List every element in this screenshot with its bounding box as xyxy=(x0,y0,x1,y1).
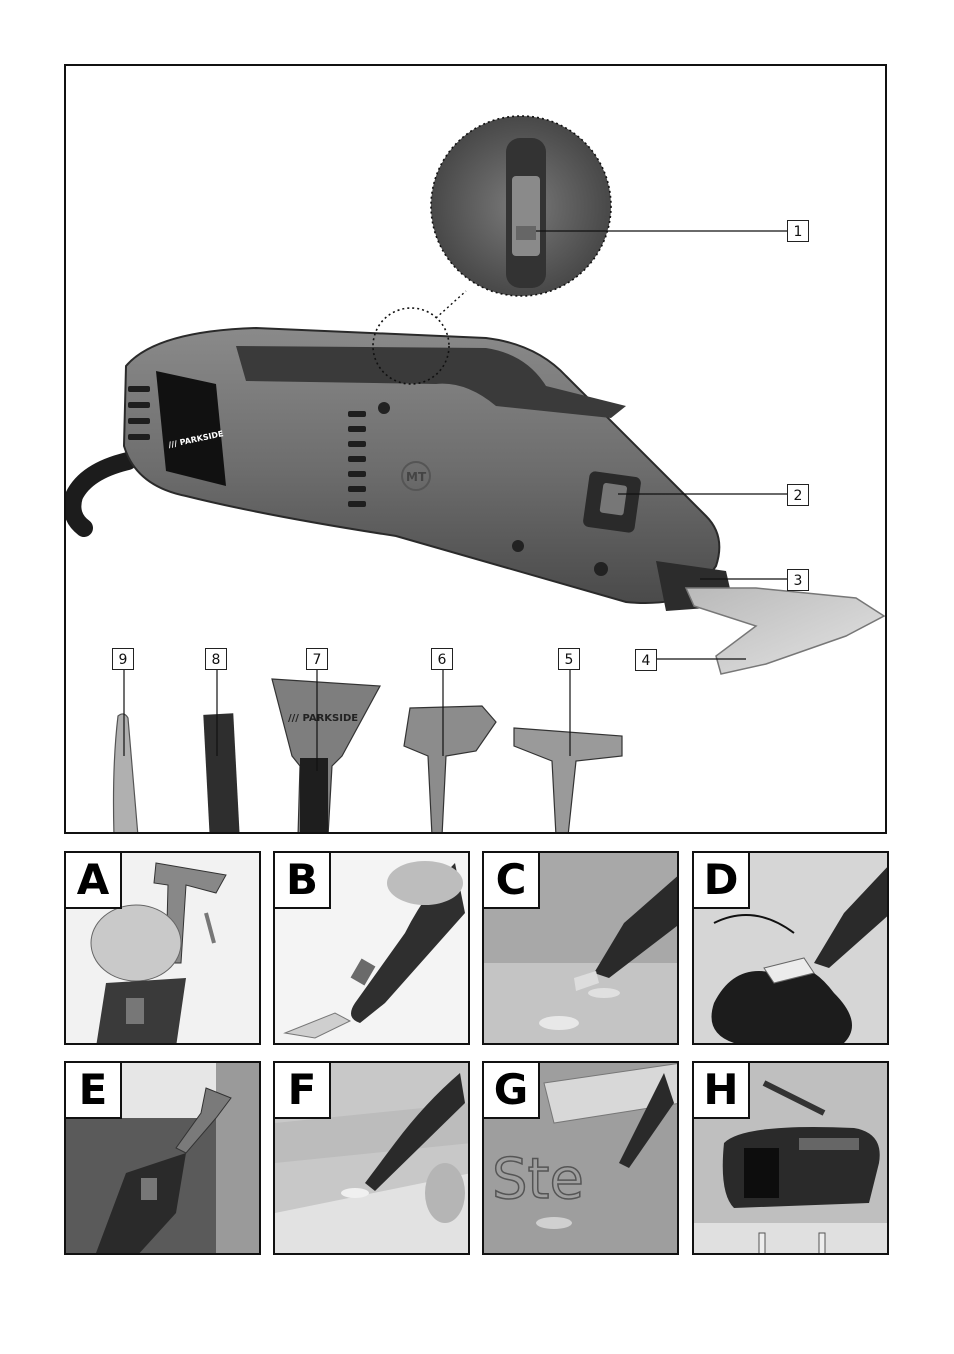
panel-letter: F xyxy=(275,1063,331,1119)
screw-icon xyxy=(594,562,608,576)
callout-8: 8 xyxy=(205,648,227,670)
panel-h: H xyxy=(692,1061,889,1255)
panel-letter: C xyxy=(484,853,540,909)
mt-logo-text: MT xyxy=(406,470,427,484)
panel-e: E xyxy=(64,1061,261,1255)
callout-2: 2 xyxy=(787,484,809,506)
vent-slots xyxy=(128,386,366,507)
panel-d: D xyxy=(692,851,889,1045)
power-cord xyxy=(66,452,137,537)
panel-a: A xyxy=(64,851,261,1045)
zoom-source-circle xyxy=(372,307,450,385)
engraved-text: Ste xyxy=(492,1147,584,1212)
blade-7 xyxy=(271,678,381,832)
top-panel xyxy=(236,346,626,418)
panel-f: F xyxy=(273,1061,470,1255)
panel-letter: H xyxy=(694,1063,750,1119)
blade-8 xyxy=(203,713,240,832)
callout-6: 6 xyxy=(431,648,453,670)
callout-7: 7 xyxy=(306,648,328,670)
blade-6 xyxy=(403,705,497,832)
callout-5: 5 xyxy=(558,648,580,670)
screw-icon xyxy=(512,540,524,552)
panel-letter: E xyxy=(66,1063,122,1119)
callout-1: 1 xyxy=(787,220,809,242)
main-figure: /// PARKSIDE MT xyxy=(64,64,887,834)
callout-4: 4 xyxy=(635,649,657,671)
panel-letter: G xyxy=(484,1063,540,1119)
callout-9: 9 xyxy=(112,648,134,670)
tool-illustration: /// PARKSIDE MT xyxy=(66,115,885,832)
panel-c: C xyxy=(482,851,679,1045)
blade-7-brand: /// PARKSIDE xyxy=(288,713,358,724)
panel-letter: D xyxy=(694,853,750,909)
label-panel xyxy=(156,371,226,486)
panel-g: G Ste xyxy=(482,1061,679,1255)
blade-5 xyxy=(513,727,623,832)
panel-d-illustration xyxy=(694,853,887,1043)
zoom-lever xyxy=(512,176,540,256)
callout-3: 3 xyxy=(787,569,809,591)
mt-logo-icon xyxy=(401,461,431,491)
blade-4 xyxy=(684,587,885,675)
panel-letter: B xyxy=(275,853,331,909)
speed-switch-knob xyxy=(599,483,627,516)
panel-letter: A xyxy=(66,853,122,909)
panel-b: B xyxy=(273,851,470,1045)
screw-icon xyxy=(378,402,390,414)
blade-9 xyxy=(112,713,139,832)
